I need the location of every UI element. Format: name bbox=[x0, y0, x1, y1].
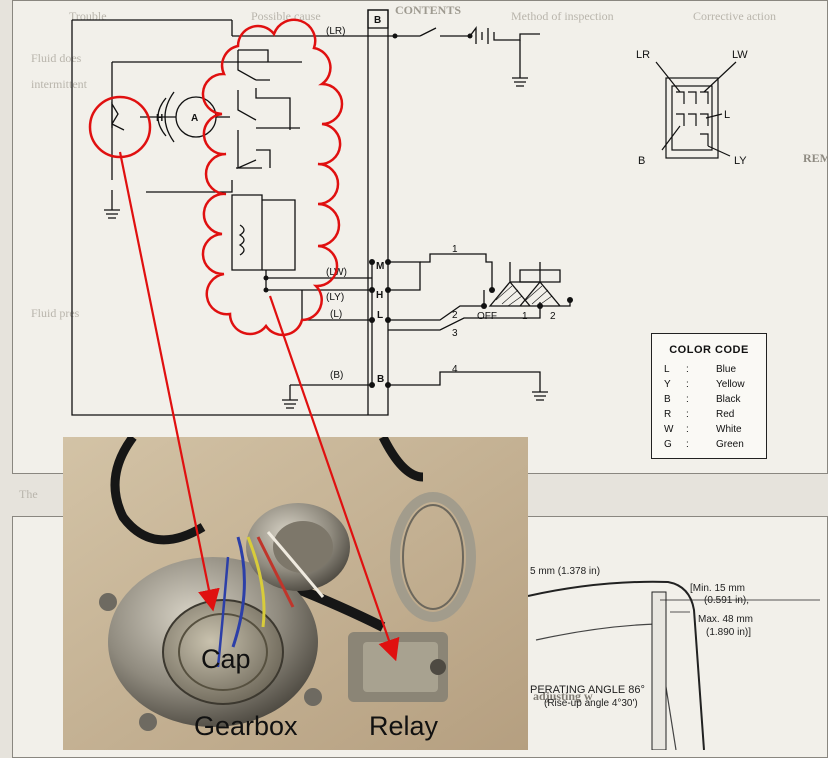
color-code-name: Green bbox=[716, 439, 744, 450]
switch-terminal-1: 1 bbox=[452, 244, 458, 255]
switch-terminal-3: 3 bbox=[452, 328, 458, 339]
dim-min: [Min. 15 mm bbox=[690, 583, 746, 594]
color-code-letter: W bbox=[664, 424, 674, 435]
side-heading-removal: REMOVAL bbox=[803, 151, 828, 165]
connector-pin-lr: LR bbox=[636, 49, 650, 61]
terminal-label-m: M bbox=[376, 261, 384, 272]
switch-position-2: 2 bbox=[550, 311, 556, 322]
terminal-label-b: B bbox=[377, 374, 384, 385]
color-code-letter: R bbox=[664, 409, 672, 420]
connector-pin-l: L bbox=[724, 109, 730, 121]
wiper-motor-photo: Cap Gearbox Relay bbox=[63, 437, 528, 750]
color-code-name: White bbox=[716, 424, 742, 435]
terminal-label-h: H bbox=[376, 290, 383, 301]
rise-up-angle: (Rise-up angle 4°30') bbox=[544, 698, 638, 709]
dim-min-inch: (0.591 in), bbox=[704, 595, 750, 606]
connector-pin-lw: LW bbox=[732, 49, 748, 61]
side-heading-adjusting: adjusting w bbox=[533, 689, 593, 703]
color-code-separator: : bbox=[686, 364, 689, 375]
color-code-row: L : Blue bbox=[652, 362, 766, 377]
color-code-name: Yellow bbox=[716, 379, 745, 390]
photo-label-gearbox: Gearbox bbox=[194, 711, 298, 741]
color-code-title: COLOR CODE bbox=[669, 344, 749, 356]
color-code-letter: Y bbox=[664, 379, 671, 390]
operating-angle: PERATING ANGLE 86° bbox=[530, 684, 645, 696]
dim-max: Max. 48 mm bbox=[698, 614, 754, 625]
color-code-letter: B bbox=[664, 394, 671, 405]
table-row-intermittent: intermittent bbox=[31, 77, 87, 91]
switch-terminal-4: 4 bbox=[452, 364, 458, 375]
table-header-contents: CONTENTS bbox=[395, 3, 462, 17]
color-code-name: Black bbox=[716, 394, 741, 405]
wire-label-b: (B) bbox=[330, 370, 343, 381]
wire-label-lw: (LW) bbox=[326, 267, 347, 278]
color-code-row: B : Black bbox=[652, 392, 766, 407]
color-code-row: W : White bbox=[652, 422, 766, 437]
color-code-separator: : bbox=[686, 424, 689, 435]
wire-label-ly: (LY) bbox=[326, 292, 344, 303]
switch-position-1: 1 bbox=[522, 311, 528, 322]
wire-label-l: (L) bbox=[330, 309, 342, 320]
connector-pin-b: B bbox=[638, 155, 645, 167]
color-code-separator: : bbox=[686, 394, 689, 405]
table-row-fluid-pres: Fluid pres bbox=[31, 306, 80, 320]
table-header-method: Method of inspection bbox=[511, 9, 614, 23]
motor-label: A bbox=[191, 113, 198, 124]
photo-label-relay: Relay bbox=[369, 711, 439, 741]
table-header-action: Corrective action bbox=[693, 9, 776, 23]
terminal-label-l: L bbox=[377, 310, 383, 321]
color-code-row: G : Green bbox=[652, 437, 766, 452]
connector-pin-ly: LY bbox=[734, 155, 747, 167]
switch-terminal-2: 2 bbox=[452, 310, 458, 321]
color-code-row: Y : Yellow bbox=[652, 377, 766, 392]
wire-label-lr: (LR) bbox=[326, 26, 345, 37]
color-code-letter: L bbox=[664, 364, 670, 375]
color-code-name: Red bbox=[716, 409, 735, 420]
connector-diagram bbox=[655, 61, 737, 159]
box-label-b: B bbox=[374, 15, 381, 26]
color-code-legend: COLOR CODE L : Blue Y : Yellow B : Black… bbox=[651, 333, 767, 459]
switch-position-off: OFF bbox=[477, 311, 497, 322]
dim-max-inch: (1.890 in)] bbox=[706, 627, 752, 638]
color-code-separator: : bbox=[686, 409, 689, 420]
color-code-letter: G bbox=[664, 439, 672, 450]
photo-label-cap: Cap bbox=[201, 644, 251, 674]
color-code-separator: : bbox=[686, 379, 689, 390]
lower-text-the: The bbox=[19, 487, 38, 501]
color-code-name: Blue bbox=[716, 364, 737, 375]
color-code-row: R : Red bbox=[652, 407, 766, 422]
color-code-separator: : bbox=[686, 439, 689, 450]
dim-length: 5 mm (1.378 in) bbox=[530, 566, 601, 577]
heater-label: H bbox=[156, 113, 163, 124]
wiper-motor-illustration bbox=[63, 437, 528, 750]
table-row-fluid: Fluid does bbox=[31, 51, 82, 65]
